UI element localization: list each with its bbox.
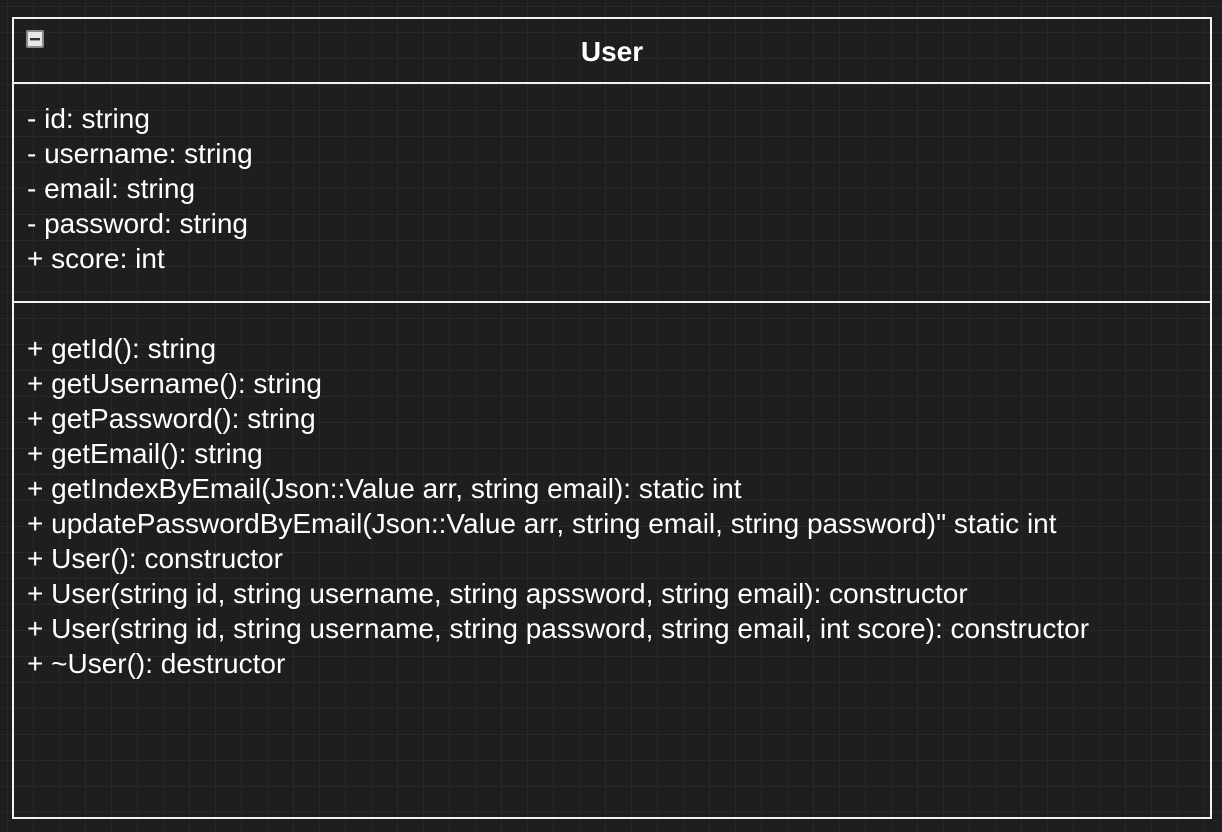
attribute-item[interactable]: - password: string <box>27 208 248 239</box>
method-item[interactable]: + getEmail(): string <box>27 438 263 469</box>
method-item[interactable]: + getId(): string <box>27 333 217 364</box>
uml-class-box[interactable]: User - id: string - username: string - e… <box>12 17 1212 819</box>
collapse-icon[interactable] <box>26 30 44 48</box>
attributes-compartment[interactable]: - id: string - username: string - email:… <box>14 84 1210 303</box>
minus-icon <box>30 38 40 41</box>
attribute-item[interactable]: - email: string <box>27 173 196 204</box>
method-item[interactable]: + User(string id, string username, strin… <box>27 578 968 609</box>
method-item[interactable]: + getPassword(): string <box>27 403 316 434</box>
methods-compartment[interactable]: + getId(): string + getUsername(): strin… <box>14 303 1210 681</box>
method-item[interactable]: + ~User(): destructor <box>27 648 286 679</box>
method-item[interactable]: + getIndexByEmail(Json::Value arr, strin… <box>27 473 742 504</box>
class-header: User <box>14 19 1210 84</box>
method-item[interactable]: + User(string id, string username, strin… <box>27 613 1090 644</box>
method-item[interactable]: + getUsername(): string <box>27 368 322 399</box>
attribute-item[interactable]: - username: string <box>27 138 253 169</box>
attribute-item[interactable]: + score: int <box>27 243 165 274</box>
method-item[interactable]: + updatePasswordByEmail(Json::Value arr,… <box>27 508 1057 539</box>
method-item[interactable]: + User(): constructor <box>27 543 283 574</box>
class-name[interactable]: User <box>580 36 644 67</box>
attribute-item[interactable]: - id: string <box>27 103 150 134</box>
